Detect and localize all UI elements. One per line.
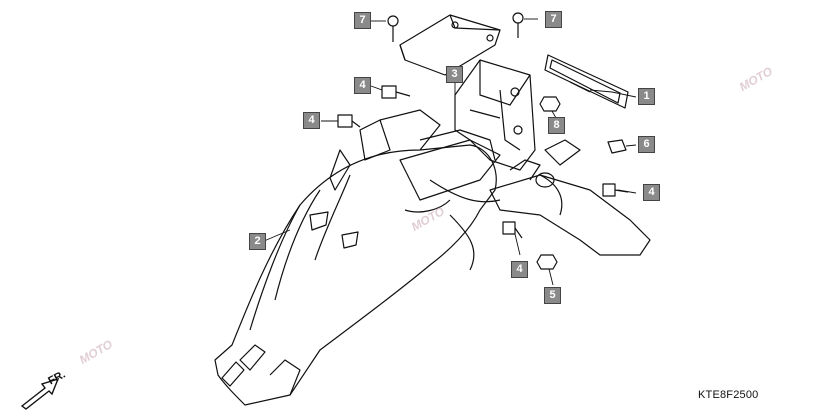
bolt-4-upper bbox=[381, 85, 411, 99]
screw-7-left bbox=[387, 15, 399, 42]
callout-7-left: 7 bbox=[354, 12, 371, 29]
callout-8: 8 bbox=[548, 117, 565, 134]
callout-7-right: 7 bbox=[545, 11, 562, 28]
callout-6: 6 bbox=[638, 136, 655, 153]
cover-plate bbox=[399, 14, 501, 76]
bolt-4-lower bbox=[502, 221, 523, 239]
screw-7-right bbox=[512, 12, 524, 38]
nut-8 bbox=[539, 96, 561, 112]
callout-4-upper: 4 bbox=[354, 77, 371, 94]
rear-fender bbox=[214, 109, 501, 406]
bolt-4-right bbox=[602, 183, 629, 197]
reflector bbox=[544, 54, 629, 109]
callout-4-left: 4 bbox=[303, 112, 320, 129]
leader-lines bbox=[263, 18, 637, 286]
bolt-4-left bbox=[337, 114, 361, 128]
callout-1: 1 bbox=[638, 88, 655, 105]
diagram-code: KTE8F2500 bbox=[698, 389, 759, 401]
callout-4-right: 4 bbox=[643, 184, 660, 201]
callout-3: 3 bbox=[446, 66, 463, 83]
callout-2: 2 bbox=[249, 233, 266, 250]
clip-6 bbox=[607, 139, 627, 154]
front-direction-arrow-icon bbox=[20, 377, 60, 410]
upper-bracket bbox=[454, 59, 536, 171]
callout-4-lower: 4 bbox=[511, 261, 528, 278]
callout-5: 5 bbox=[544, 287, 561, 304]
nut-5 bbox=[536, 254, 558, 270]
mudguard-extension bbox=[489, 139, 651, 256]
